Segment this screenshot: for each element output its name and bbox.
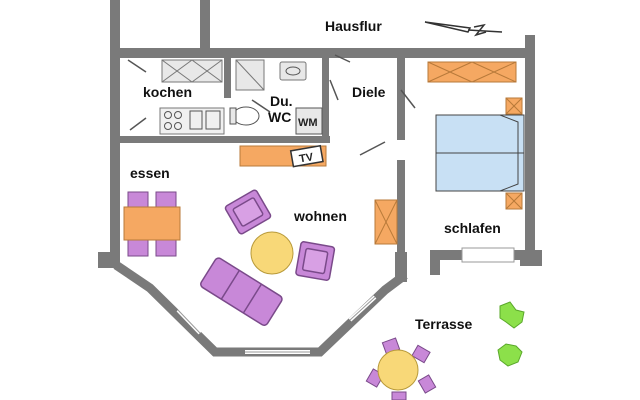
north-arrow-icon [424, 21, 503, 37]
bathroom-fixtures [229, 59, 323, 135]
washing-machine-label: WM [298, 117, 318, 129]
bay-window [113, 247, 515, 357]
tv-label: TV [298, 151, 315, 165]
kitchen-label: kochen [143, 84, 193, 100]
bathroom-label-line1: Du. [270, 93, 293, 109]
dining-set [123, 191, 181, 257]
hallway-label: Hausflur [325, 18, 382, 34]
terrace-set [365, 337, 437, 400]
bed [435, 97, 525, 210]
dining-label: essen [130, 165, 170, 181]
living-seating [200, 189, 336, 327]
living-cabinet [374, 199, 398, 245]
terrace-label: Terrasse [415, 316, 473, 332]
bedroom-label: schlafen [444, 220, 501, 236]
bathroom-label-line2: WC [268, 109, 292, 125]
tv-sideboard [239, 144, 327, 168]
hall-label: Diele [352, 84, 386, 100]
living-label: wohnen [294, 208, 347, 224]
plants [497, 301, 525, 367]
door-swings [127, 54, 416, 156]
kitchen-counter [159, 59, 225, 135]
wardrobe [427, 61, 517, 83]
